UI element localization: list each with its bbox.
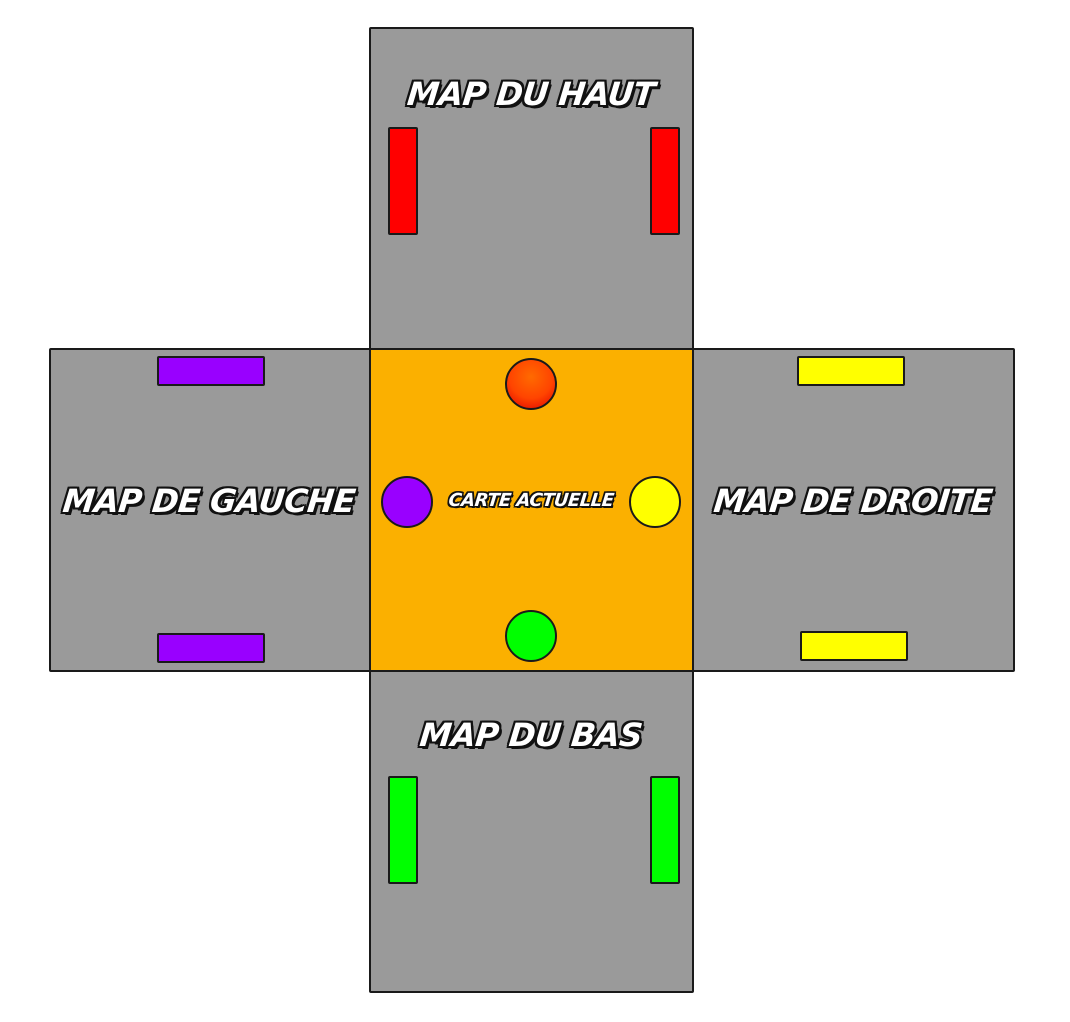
map-right-panel	[692, 348, 1015, 672]
bottom-exit-left-green	[388, 776, 418, 884]
map-bottom-panel	[369, 670, 694, 993]
map-left-label: MAP DE GAUCHE	[61, 482, 357, 520]
dot-top-connection	[505, 358, 557, 410]
map-top-panel	[369, 27, 694, 350]
map-top-label: MAP DU HAUT	[405, 75, 657, 113]
right-exit-top-yellow	[797, 356, 905, 386]
map-bottom-label: MAP DU BAS	[417, 716, 645, 754]
map-left-panel	[49, 348, 371, 672]
current-map-label: CARTE ACTUELLE	[447, 490, 615, 511]
map-right-label: MAP DE DROITE	[711, 482, 995, 520]
bottom-exit-right-green	[650, 776, 680, 884]
left-exit-bottom-purple	[157, 633, 265, 663]
dot-bottom-connection	[505, 610, 557, 662]
top-exit-right-red	[650, 127, 680, 235]
dot-left-connection	[381, 476, 433, 528]
dot-right-connection	[629, 476, 681, 528]
right-exit-bottom-yellow	[800, 631, 908, 661]
top-exit-left-red	[388, 127, 418, 235]
left-exit-top-purple	[157, 356, 265, 386]
